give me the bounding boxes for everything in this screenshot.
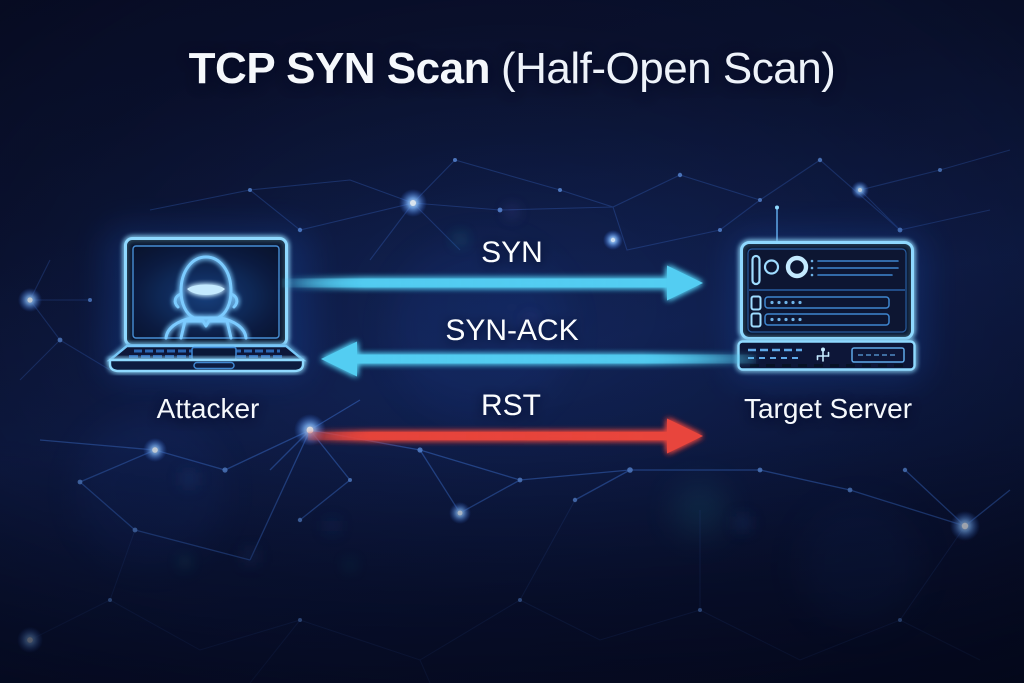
server-drive-slot: [764, 313, 890, 326]
diagram-title: TCP SYN Scan(Half-Open Scan): [0, 44, 1024, 93]
laptop-touchpad: [191, 346, 237, 361]
server-led-ring-small: [763, 259, 780, 275]
server-drive-slot: [764, 296, 890, 309]
hooded-hacker-icon: [164, 255, 248, 340]
bottom-fade-overlay: [0, 440, 1024, 683]
title-sub: (Half-Open Scan): [500, 44, 836, 93]
server-antenna: [775, 205, 779, 242]
title-main: TCP SYN Scan: [188, 44, 491, 93]
syn-arrowhead: [667, 265, 703, 301]
syn-ack-arrow: [321, 341, 756, 377]
rst-arrow: [308, 418, 703, 454]
server-led-ring-large: [785, 255, 809, 279]
usb-port-icon: [816, 347, 830, 362]
rst-packet-label: RST: [481, 389, 541, 422]
target-server-icon: [730, 205, 925, 382]
syn-ack-packet-label: SYN-ACK: [445, 314, 579, 347]
attacker-laptop-icon: [104, 228, 312, 380]
rst-arrowhead: [667, 418, 703, 454]
target-server-label: Target Server: [743, 393, 913, 424]
attacker-label: Attacker: [156, 393, 260, 424]
syn-packet-label: SYN: [481, 236, 543, 269]
syn-arrow: [282, 265, 703, 301]
syn-ack-arrowhead: [321, 341, 357, 377]
